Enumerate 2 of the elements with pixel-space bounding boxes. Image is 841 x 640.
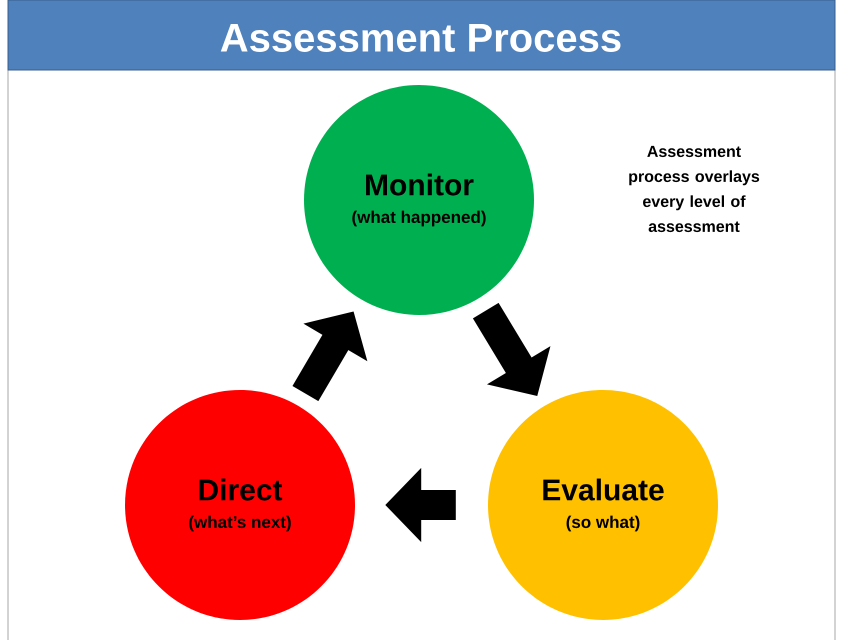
- title-bar: Assessment Process: [8, 0, 836, 70]
- note-text: Assessment process overlays every level of assessment: [629, 146, 760, 232]
